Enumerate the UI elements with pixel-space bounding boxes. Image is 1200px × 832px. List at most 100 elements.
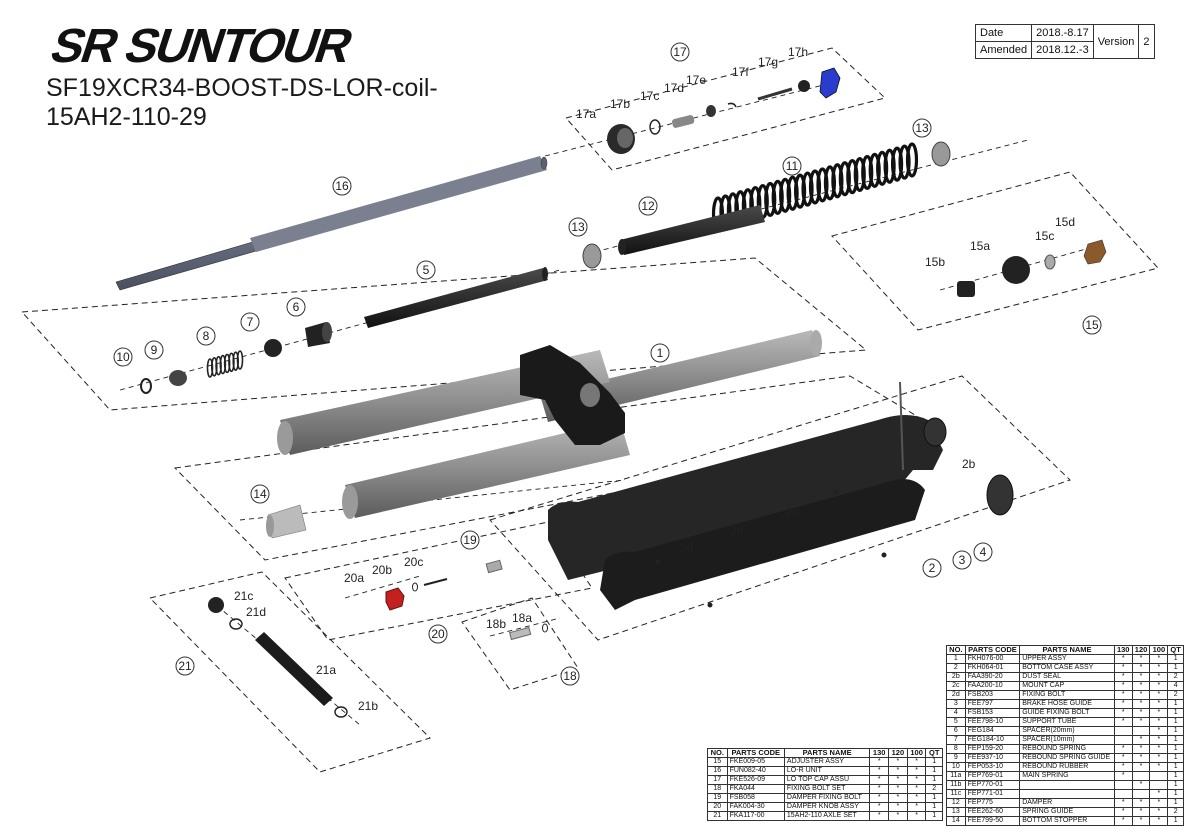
table-cell: FSB153: [964, 708, 1021, 718]
table-cell: 2: [1167, 690, 1184, 700]
callout-badge: 8: [196, 326, 216, 346]
spring-coil: [236, 350, 244, 370]
callout-number: 9: [151, 343, 158, 357]
table-cell: *: [1149, 681, 1169, 691]
part-sub-label: 17e: [686, 73, 706, 87]
table-cell: *: [1131, 708, 1151, 718]
table-cell: 1: [1167, 735, 1184, 745]
callout-badge: 14: [250, 484, 270, 504]
part-18-fixing-bolt-set: [508, 623, 548, 641]
table-cell: 19: [707, 793, 728, 803]
table-cell: 2c: [946, 681, 966, 691]
table-cell: 11b: [946, 780, 966, 790]
callout-badge: 13: [568, 217, 588, 237]
table-cell: LO TOP CAP ASSU: [783, 775, 871, 785]
table-cell: *: [1131, 807, 1151, 817]
table-cell: FEG184-10: [964, 735, 1021, 745]
part-8-rebound-spring: [206, 350, 244, 378]
table-cell: FEP769-01: [964, 771, 1021, 781]
table-cell: 2: [925, 784, 943, 794]
table-cell: *: [1131, 744, 1151, 754]
table-cell: *: [1149, 672, 1169, 682]
part-sub-label: 21d: [246, 605, 266, 619]
part-13-spring-guide-upper: [931, 141, 951, 167]
part-sub-label: 17b: [610, 97, 630, 111]
part-sub-label: 20a: [344, 571, 364, 585]
part-10-rebound-rubber: [140, 378, 152, 394]
part-sub-label: 2c: [786, 505, 799, 519]
brand-logo-text: SR SUNTOUR: [44, 19, 359, 70]
callout-number: 17: [673, 45, 687, 59]
callout-number: 1: [657, 346, 664, 360]
callout-badge: 18: [560, 666, 580, 686]
table-cell: *: [1113, 807, 1133, 817]
table-cell: *: [1113, 699, 1133, 709]
callout-number: 11: [786, 159, 799, 173]
callout-badge: 17: [670, 42, 690, 62]
table-cell: 11a: [946, 771, 966, 781]
table-cell: 4: [1167, 681, 1184, 691]
part-sub-label: 17c: [640, 89, 659, 103]
table-cell: *: [1131, 753, 1151, 763]
part-sub-label: 17f: [732, 65, 749, 79]
table-cell: *: [1149, 708, 1169, 718]
table-cell: *: [1113, 753, 1133, 763]
part-sub-label: 18a: [512, 611, 532, 625]
table-cell: REBOUND SPRING GUIDE: [1019, 753, 1115, 763]
callout-badge: 15: [1082, 315, 1102, 335]
table-cell: [1149, 771, 1169, 781]
table-cell: [1149, 780, 1169, 790]
table-cell: *: [906, 757, 927, 767]
table-cell: *: [906, 775, 927, 785]
table-cell: BRAKE HOSE GUIDE: [1019, 699, 1115, 709]
group-lower-outline: [489, 375, 1071, 641]
table-cell: FEP771-01: [964, 789, 1021, 799]
table-cell: *: [1149, 789, 1169, 799]
table-cell: FSB203: [964, 690, 1021, 700]
table-cell: *: [1113, 708, 1133, 718]
table-cell: FKH064-01: [964, 663, 1021, 673]
part-17-top-cap: [607, 67, 841, 154]
part-19-damper-bolt: [485, 559, 503, 574]
table-cell: *: [869, 793, 890, 803]
table-cell: GUIDE FIXING BOLT: [1019, 708, 1115, 718]
table-cell: REBOUND RUBBER: [1019, 762, 1115, 772]
table-cell: DUST SEAL: [1019, 672, 1115, 682]
model-title: SF19XCR34-BOOST-DS-LOR-coil- 15AH2-110-2…: [46, 74, 438, 132]
table-cell: *: [906, 793, 927, 803]
callout-number: 21: [178, 659, 192, 673]
group-20-outline: [284, 521, 593, 641]
callout-number: 5: [423, 263, 430, 277]
callout-number: 8: [203, 329, 210, 343]
callout-badge: 13: [912, 118, 932, 138]
table-cell: 1: [925, 802, 943, 812]
table-cell: *: [1149, 816, 1169, 826]
part-sub-label: 17a: [576, 107, 596, 121]
table-cell: 15AH2-110 AXLE SET: [783, 811, 871, 821]
table-cell: FIXING BOLT: [1019, 690, 1115, 700]
callout-badge: 21: [175, 656, 195, 676]
callout-badge: 9: [144, 340, 164, 360]
callout-number: 18: [563, 669, 577, 683]
table-cell: 1: [925, 766, 943, 776]
table-cell: MAIN SPRING: [1019, 771, 1115, 781]
table-cell: *: [1113, 771, 1133, 781]
table-cell: [1019, 780, 1115, 790]
callout-badge: 1: [650, 343, 670, 363]
table-cell: 5: [946, 717, 966, 727]
table-cell: 1: [925, 775, 943, 785]
part-13-spring-guide-lower: [582, 243, 602, 269]
table-cell: *: [888, 793, 908, 803]
table-cell: *: [906, 802, 927, 812]
table-cell: *: [888, 802, 908, 812]
part-sub-label: 20b: [372, 563, 392, 577]
table-cell: 1: [1167, 780, 1184, 790]
